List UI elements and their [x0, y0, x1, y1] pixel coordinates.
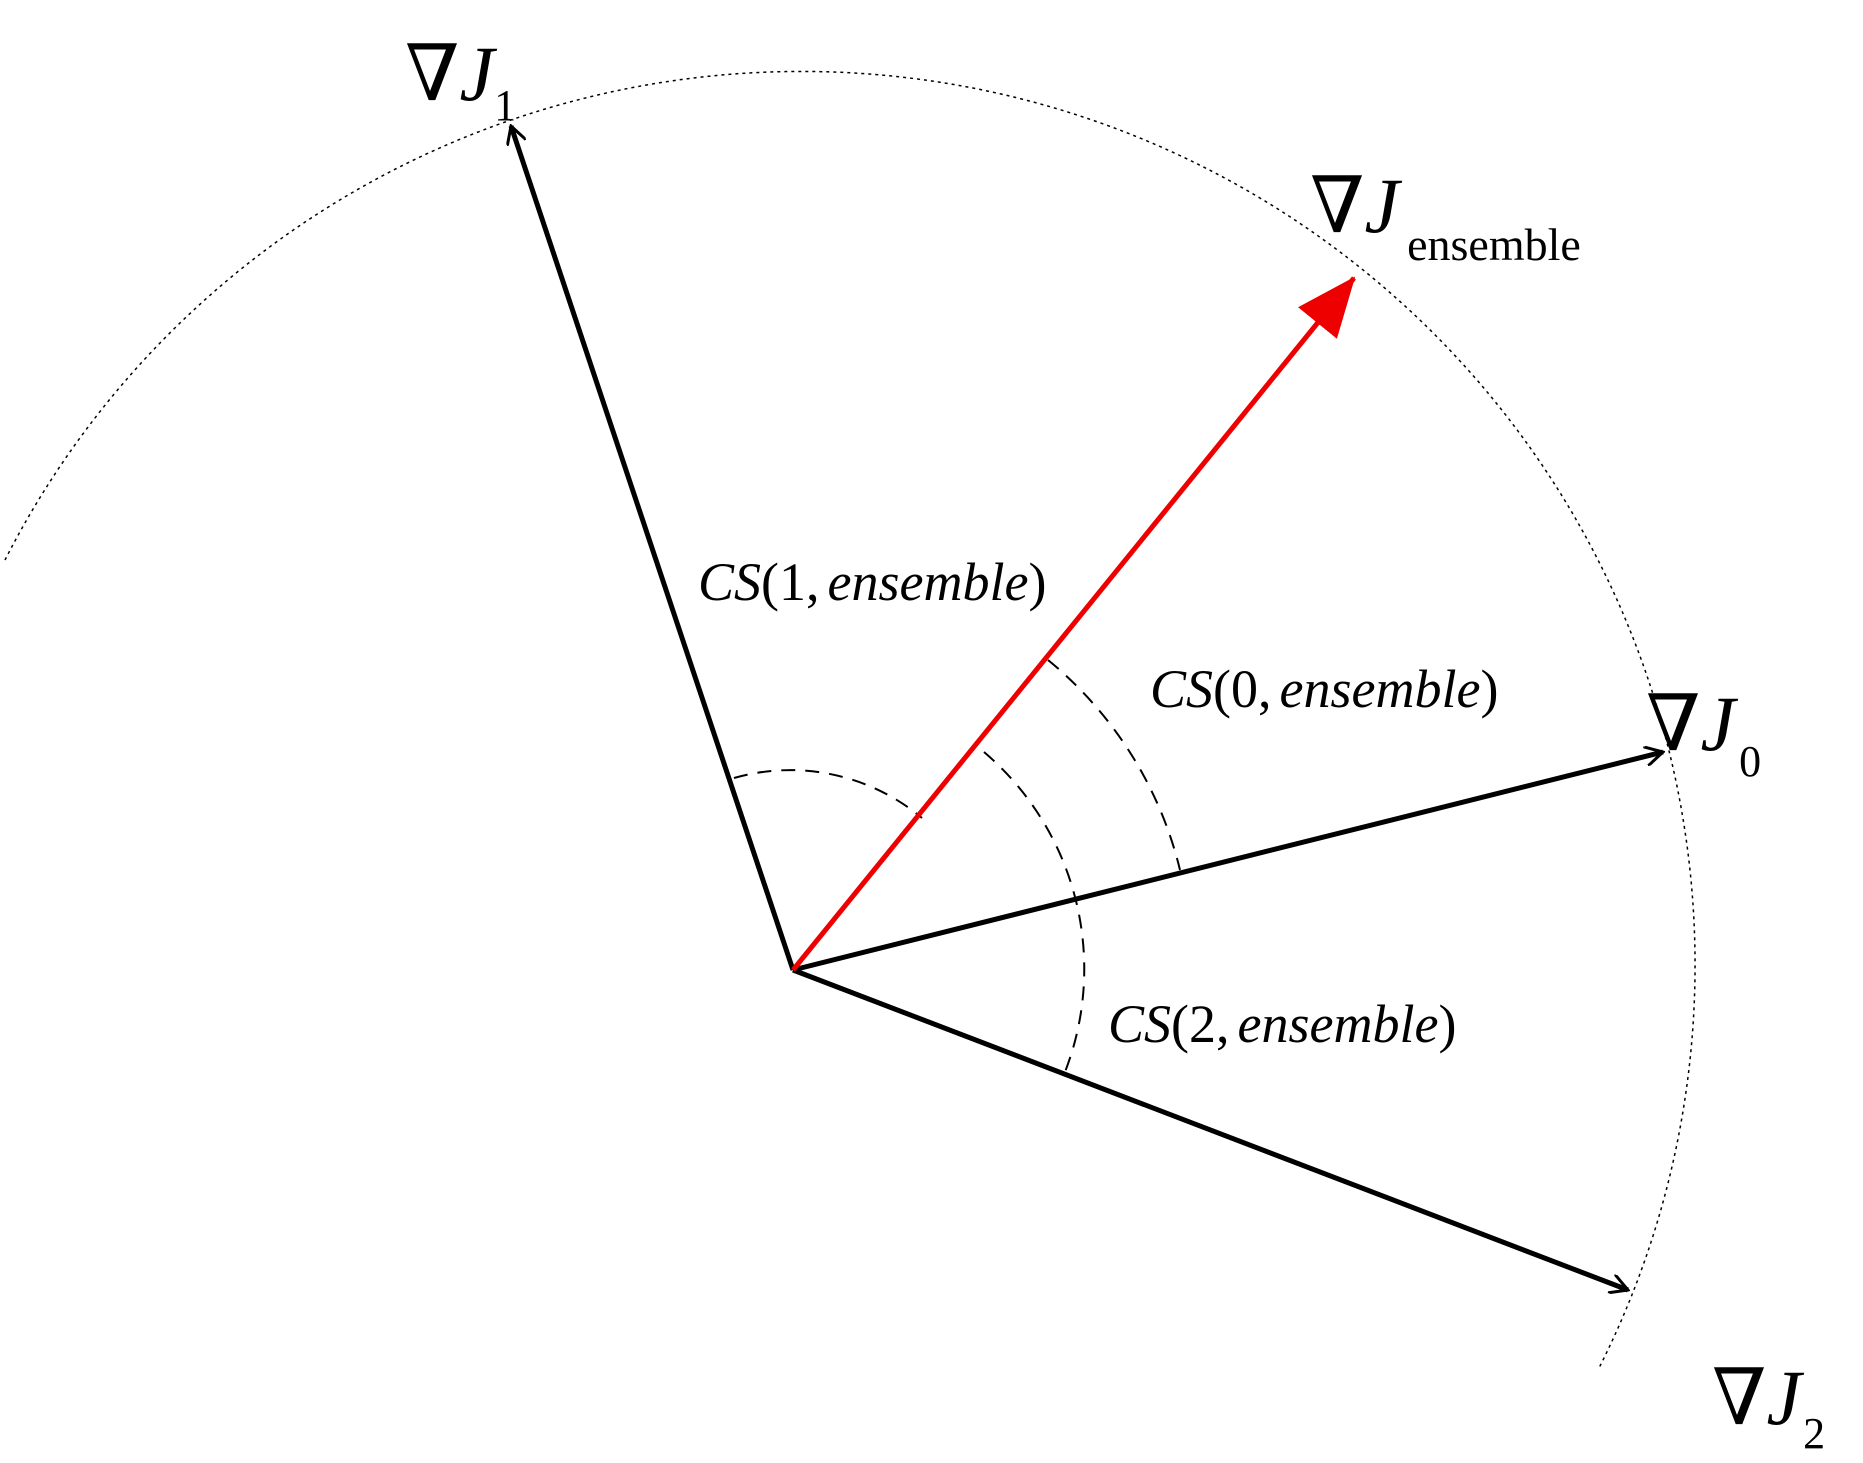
label-grad-j2: ∇J2 — [1712, 1354, 1825, 1458]
label-cs0: CS(0,ensemble) — [1150, 659, 1498, 719]
label-cs1: CS(1,ensemble) — [698, 552, 1046, 612]
gradient-j1-arrow — [511, 126, 796, 971]
angle-arc-cs1 — [733, 769, 923, 819]
angle-arc-cs0 — [1047, 659, 1181, 871]
gradient-j0-arrow — [792, 752, 1663, 973]
gradient-j2-arrow — [792, 967, 1628, 1290]
label-cs2: CS(2,ensemble) — [1108, 994, 1456, 1054]
label-grad-j0: ∇J0 — [1646, 680, 1761, 786]
label-grad-j1: ∇J1 — [405, 30, 516, 130]
gradient-ensemble-arrow — [791, 276, 1356, 972]
